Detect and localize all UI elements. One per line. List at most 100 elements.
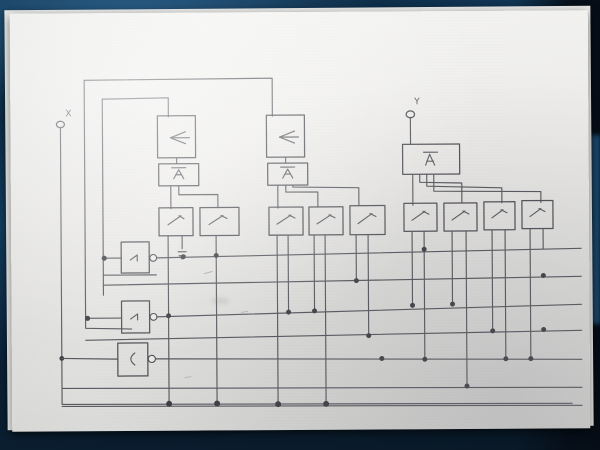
junction-dot (464, 383, 470, 389)
terminal-y-node-icon[interactable] (405, 110, 416, 119)
feedback-loop-inner-left (101, 98, 157, 276)
terminal-x-label: X (65, 109, 71, 119)
pencil-smudge (241, 310, 249, 313)
bus-line (156, 247, 582, 259)
wire-reg-to-cell-b (285, 184, 319, 208)
wire-reg-to-cell-b (419, 173, 463, 204)
junction-dot (166, 400, 173, 407)
cell-box[interactable] (483, 201, 516, 231)
switch-icon (316, 214, 336, 225)
junction-dot (541, 327, 547, 333)
cell-box[interactable] (158, 207, 194, 237)
inverter-label-glyph (130, 352, 136, 366)
junction-dot (366, 333, 372, 339)
junction-dot (450, 301, 456, 307)
junction-dot (275, 401, 282, 408)
cell-box[interactable] (403, 202, 438, 232)
junction-dot (528, 356, 534, 362)
group-right (401, 143, 554, 387)
wire-reg-to-cell-c (426, 173, 503, 204)
bus-line (102, 275, 582, 286)
pencil-smudge (203, 271, 213, 275)
cell-box[interactable] (443, 202, 478, 232)
feedback-loop-outer (83, 77, 273, 117)
junction-dot (422, 356, 428, 362)
junction-dot (323, 400, 330, 407)
inverter-1-group (101, 241, 158, 274)
terminal-x-dropwire (59, 126, 63, 360)
junction-dot (180, 254, 186, 260)
junction-dot (410, 302, 416, 308)
register-label-glyph (282, 168, 294, 179)
switch-icon (491, 209, 508, 219)
cell-box[interactable] (199, 206, 240, 237)
inverting-bubble-icon (149, 312, 158, 321)
terminal-y-group: Y (405, 97, 420, 145)
feedback-loop-outer-left (83, 79, 86, 263)
switch-icon (529, 207, 546, 218)
pencil-smudge (184, 376, 192, 379)
inverter-label-glyph (129, 254, 138, 262)
inverter-box[interactable] (120, 241, 150, 274)
group-middle (265, 114, 386, 404)
junction-dot (312, 308, 318, 314)
wire-reg-to-cell-c (292, 184, 360, 207)
wire-reg-to-cell-b (178, 185, 219, 209)
junction-dot (353, 278, 359, 284)
switch-icon (276, 214, 296, 225)
switch-icon (357, 212, 377, 225)
switch-icon (208, 214, 228, 226)
cell-drop-wire (491, 229, 494, 332)
terminal-x-node-icon[interactable] (55, 120, 66, 129)
bus-line (61, 386, 583, 390)
cell-drop-wire (465, 230, 468, 387)
junction-dot (214, 400, 221, 407)
feedback-loop-inner (101, 97, 169, 118)
inverter-box[interactable] (117, 342, 149, 377)
bus-line (155, 358, 583, 360)
cell-drop-wire (367, 234, 370, 338)
junction-dot (379, 356, 385, 362)
terminal-x-bottom-rail (61, 357, 573, 406)
switch-icon (167, 215, 185, 226)
driver-box[interactable] (265, 114, 306, 158)
inverter-label-glyph (130, 313, 139, 321)
register-box[interactable] (401, 143, 461, 175)
paper-sheet: X Y (9, 10, 591, 432)
inverting-bubble-icon (149, 253, 158, 262)
bus-line (85, 329, 583, 341)
wire-reg-to-cell-d (433, 173, 542, 204)
cell-drop-wire (276, 234, 279, 404)
driver-box[interactable] (156, 115, 197, 159)
cell-drop-wire (215, 234, 218, 405)
junction-dot (490, 328, 496, 334)
group-left (156, 115, 240, 405)
cell-drop-wire (324, 234, 327, 404)
inverter-input-wire (61, 357, 119, 360)
cell-box[interactable] (268, 206, 304, 236)
terminal-y-label: Y (413, 97, 420, 107)
register-label-glyph (425, 153, 436, 166)
junction-dot (166, 313, 172, 319)
inverting-bubble-icon (147, 354, 156, 364)
switch-icon (411, 210, 430, 221)
register-label-glyph (173, 169, 185, 180)
junction-dot (101, 255, 107, 261)
inverter-3-group (61, 342, 156, 377)
inverter-box[interactable] (120, 300, 151, 334)
junction-dot (540, 273, 546, 279)
junction-dot (421, 246, 427, 252)
junction-dot (503, 356, 509, 362)
cell-box[interactable] (349, 204, 386, 236)
cell-box[interactable] (308, 206, 344, 236)
cell-drop-wire (529, 228, 532, 360)
junction-dot (213, 253, 219, 259)
circuit-drawing: X Y (55, 77, 583, 432)
switch-icon (451, 210, 470, 221)
feedback-loop-outer-down (84, 261, 133, 330)
junction-dot (84, 315, 91, 321)
bus-lines (61, 247, 583, 408)
cell-box[interactable] (521, 199, 554, 230)
cell-drop-wire (167, 235, 170, 405)
